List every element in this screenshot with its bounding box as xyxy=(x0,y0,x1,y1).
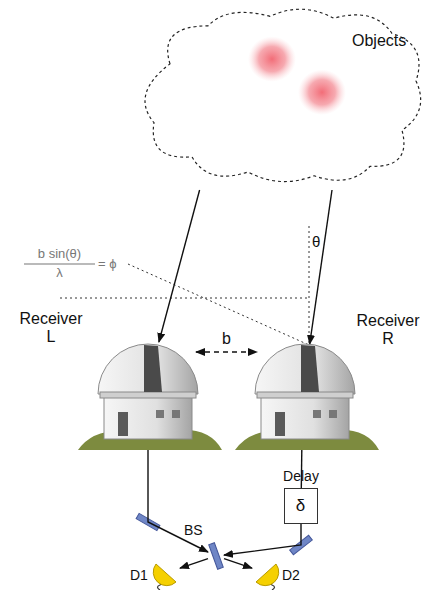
beam-splitter-shape xyxy=(208,542,224,570)
angle-label: θ xyxy=(312,234,320,251)
delay-symbol: δ xyxy=(285,496,316,515)
optical-path xyxy=(148,448,208,552)
receiver-telescope: Receiver L xyxy=(100,342,196,448)
receiver-telescope: Receiver R xyxy=(257,344,353,450)
beam-splitter: BS xyxy=(208,542,224,570)
formula-numerator: b sin(θ) xyxy=(22,247,97,261)
detector-label: D1 xyxy=(130,568,148,584)
receiver-label: Receiver L xyxy=(16,310,86,346)
formula-denominator: λ xyxy=(22,266,97,280)
dotted-guide xyxy=(60,298,309,299)
edge-label: b xyxy=(222,330,231,348)
signal-wire xyxy=(158,580,163,590)
light-ray xyxy=(159,190,200,342)
detector: D2 xyxy=(252,562,280,584)
fraction-bar xyxy=(24,263,95,264)
detector-shape xyxy=(152,562,180,584)
optical-path xyxy=(180,559,208,569)
detector-shape xyxy=(252,562,280,584)
angle-reference-line xyxy=(309,226,310,345)
light-ray xyxy=(310,190,332,344)
receiver-label: Receiver R xyxy=(353,312,423,348)
detector-label: D2 xyxy=(282,568,300,584)
dotted-guide xyxy=(128,264,309,345)
cloud-label: Objects xyxy=(352,32,406,50)
optical-path xyxy=(224,559,252,569)
detector: D1 xyxy=(152,562,180,584)
delay-box: Delayδ xyxy=(284,488,318,524)
delay-label: Delay xyxy=(278,469,324,485)
formula-result: = ϕ xyxy=(98,257,116,271)
beam-splitter-label: BS xyxy=(184,523,203,539)
baseline-arrow xyxy=(196,351,257,352)
optical-path xyxy=(224,524,301,555)
object-cloud: Objects xyxy=(130,5,430,190)
signal-wire xyxy=(270,580,275,590)
